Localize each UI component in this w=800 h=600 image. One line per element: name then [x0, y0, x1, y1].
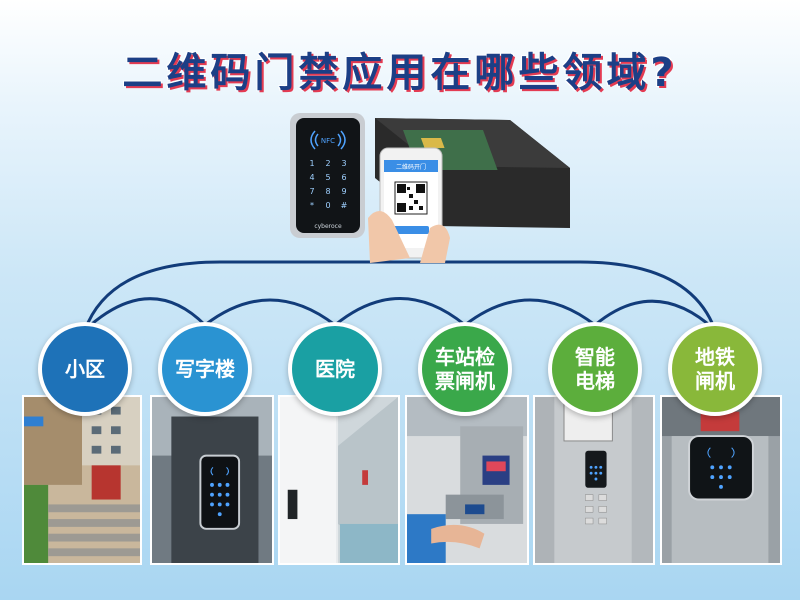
scene-hospital-photo [278, 395, 400, 565]
keypad-key: 3 [341, 159, 346, 168]
scenario-bubble-office: 写字楼 [158, 322, 252, 416]
svg-text:NFC: NFC [321, 137, 335, 145]
scene-residential-photo [22, 395, 142, 565]
keypad-key: 9 [341, 187, 346, 196]
keypad-key: 7 [309, 187, 314, 196]
scenario-label: 写字楼 [175, 357, 235, 381]
scene-subway-photo [660, 395, 782, 565]
keypad-key: 4 [309, 173, 314, 182]
svg-text:二维码开门: 二维码开门 [396, 163, 426, 171]
keypad-key: 6 [341, 173, 346, 182]
keypad-key: 8 [325, 187, 330, 196]
qr-access-device-illustration: NFC 1 2 3 4 5 6 7 8 9 * 0 # cyberoce 二维码开门 [290, 113, 570, 263]
scenario-label: 地铁 闸机 [695, 345, 735, 393]
page-title: 二维码门禁应用在哪些领域? [122, 50, 678, 96]
keypad-key: 5 [325, 173, 330, 182]
keypad-key: * [310, 201, 314, 210]
scene-elevator-photo [533, 395, 655, 565]
keypad-key: # [341, 201, 348, 210]
scene-station-photo [405, 395, 529, 565]
scenario-label: 车站检 票闸机 [435, 345, 495, 393]
scene-office-photo [150, 395, 274, 565]
scenario-bubble-residential: 小区 [38, 322, 132, 416]
scenario-label: 智能 电梯 [575, 345, 615, 393]
scenario-label: 医院 [315, 357, 355, 381]
scenario-bubble-subway: 地铁 闸机 [668, 322, 762, 416]
keypad-reader: NFC 1 2 3 4 5 6 7 8 9 * 0 # cyberoce [290, 113, 365, 238]
scenario-bubble-station: 车站检 票闸机 [418, 322, 512, 416]
scenario-bubble-elevator: 智能 电梯 [548, 322, 642, 416]
keypad-key: 0 [325, 201, 330, 210]
scenario-label: 小区 [65, 357, 105, 381]
smartphone-qr: 二维码开门 [368, 147, 450, 263]
keypad-key: 1 [309, 159, 314, 168]
svg-text:cyberoce: cyberoce [314, 223, 342, 230]
scenario-bubble-hospital: 医院 [288, 322, 382, 416]
keypad-key: 2 [325, 159, 330, 168]
